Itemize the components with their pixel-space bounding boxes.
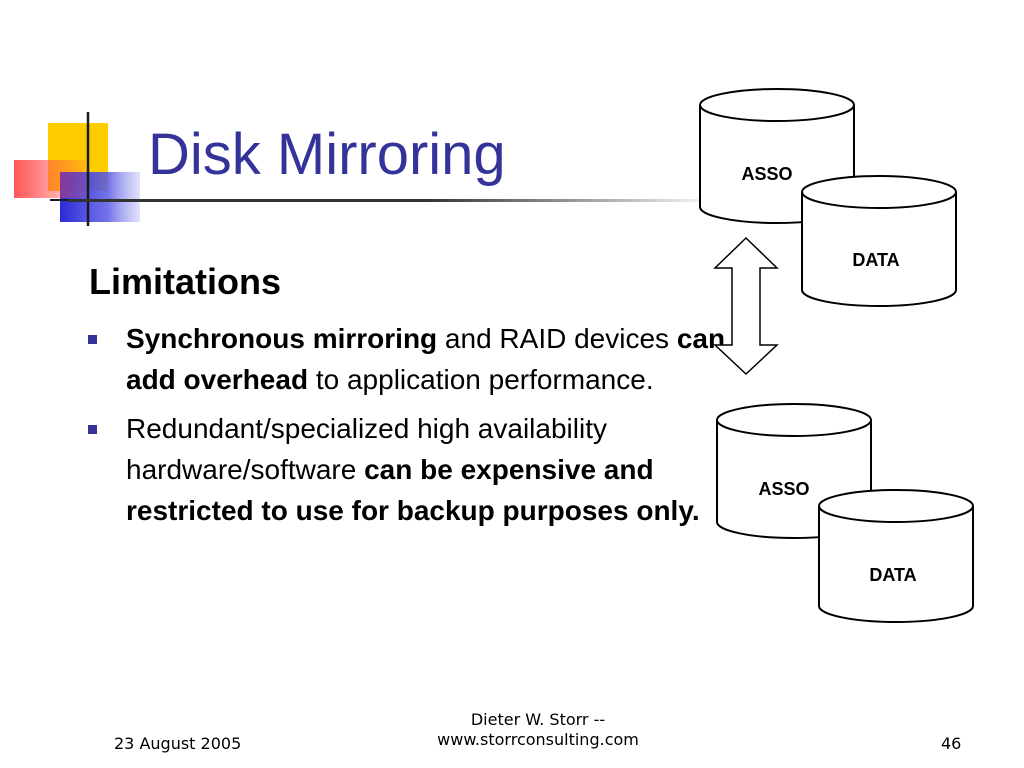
footer-author-name: Dieter W. Storr -- (470, 710, 606, 729)
footer-author: Dieter W. Storr -- www.storrconsulting.c… (400, 710, 676, 750)
asso-label-bottom: ASSO (758, 479, 809, 499)
data-disk-bottom: DATA (818, 489, 974, 623)
title-underline (68, 199, 718, 202)
page-number: 46 (941, 734, 962, 753)
bold-text: Synchronous mirroring (126, 323, 438, 354)
bullet-text: Redundant/specialized high availability … (126, 413, 700, 526)
plain-text: Redundant/specialized high availability … (126, 413, 607, 485)
data-label-top: DATA (852, 250, 899, 270)
bullet-list: Synchronous mirroring and RAID devices c… (88, 318, 728, 539)
bullet-item: Synchronous mirroring and RAID devices c… (88, 318, 728, 400)
section-subheading: Limitations (89, 261, 282, 302)
mirror-arrow-icon (713, 236, 779, 376)
bold-text: can be expensive and restricted to use f… (126, 454, 700, 526)
deco-red-square (14, 160, 86, 198)
footer-author-url: www.storrconsulting.com (437, 730, 639, 749)
data-disk-top: DATA (801, 175, 957, 307)
slide-title: Disk Mirroring (148, 122, 506, 187)
data-label-bottom: DATA (869, 565, 916, 585)
bullet-square-icon (88, 425, 97, 434)
plain-text: to application performance. (308, 364, 654, 395)
plain-text: and RAID devices (437, 323, 677, 354)
bullet-square-icon (88, 335, 97, 344)
asso-label-top: ASSO (741, 164, 792, 184)
footer-date: 23 August 2005 (114, 734, 242, 753)
bullet-item: Redundant/specialized high availability … (88, 408, 728, 531)
bold-text: can add overhead (126, 323, 726, 395)
bullet-text: Synchronous mirroring and RAID devices c… (126, 323, 725, 395)
